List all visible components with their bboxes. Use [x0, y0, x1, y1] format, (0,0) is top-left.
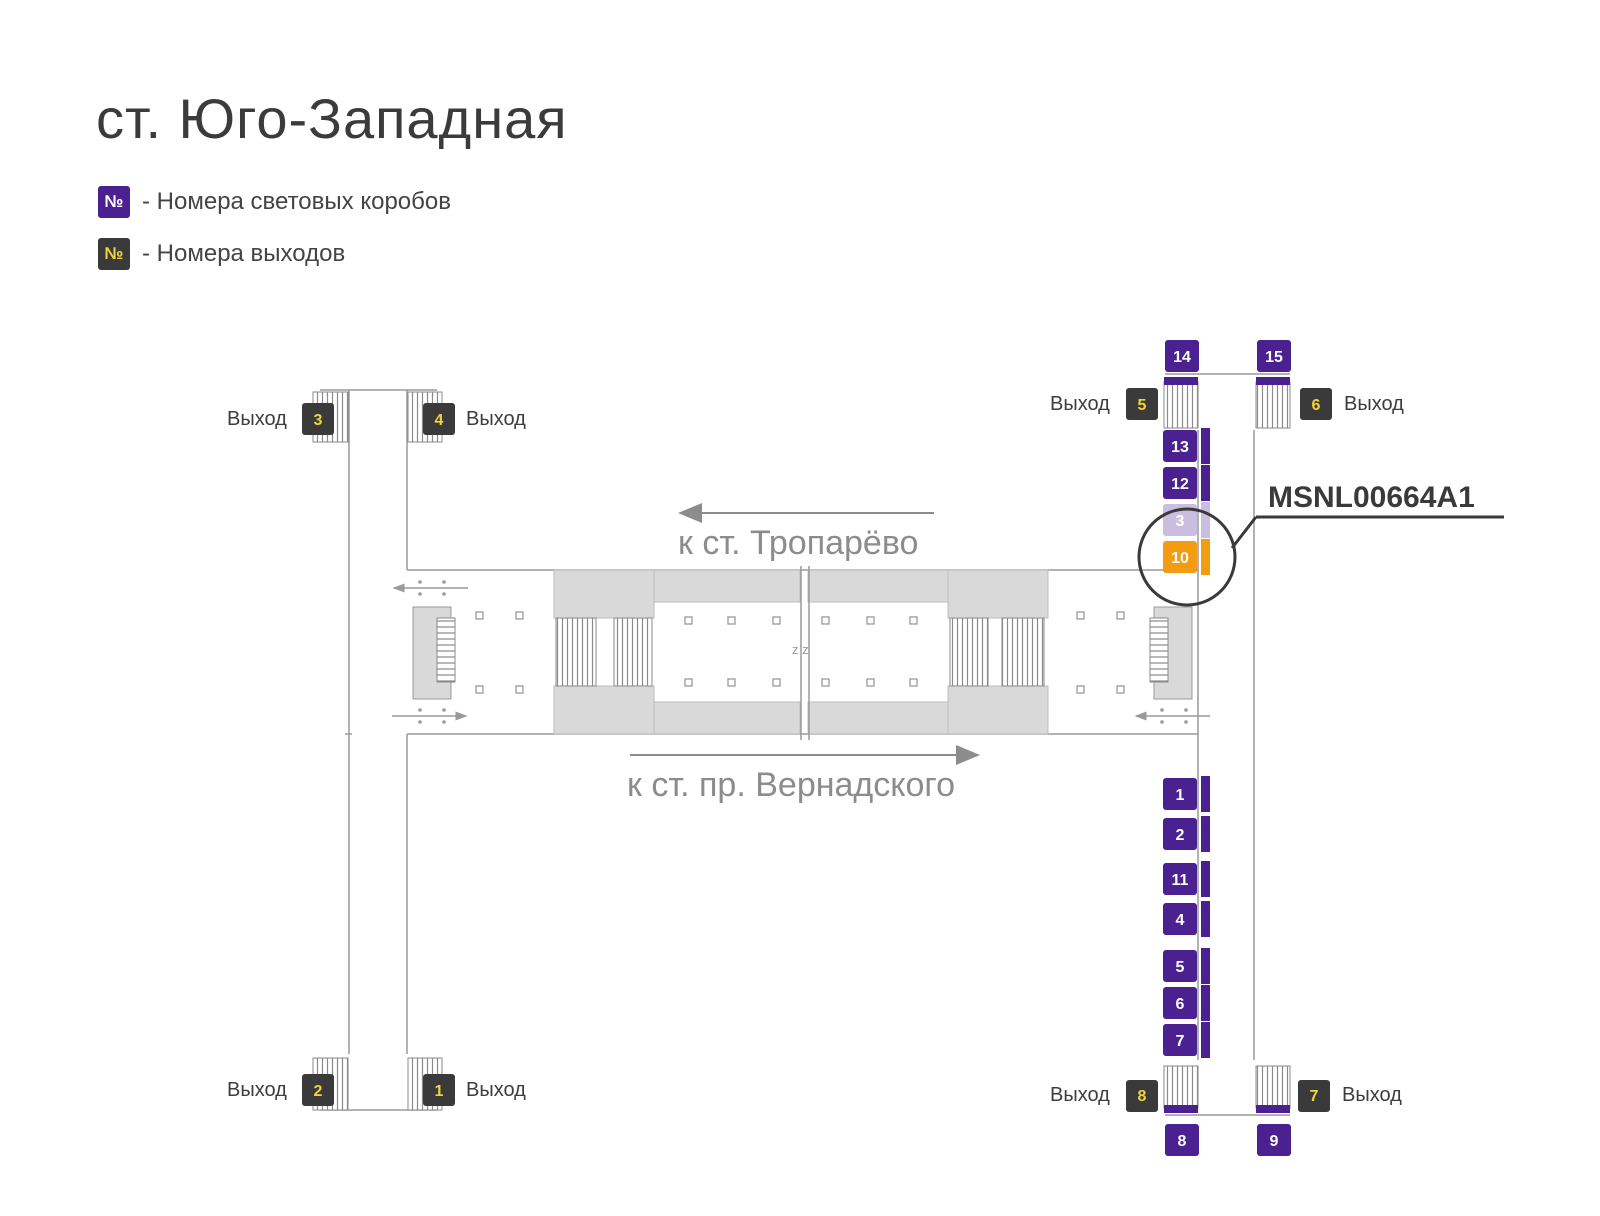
light-box-6[interactable]: 6 — [1163, 985, 1210, 1021]
stairs-exit-7 — [1255, 1065, 1291, 1109]
light-box-legend-text: - Номера световых коробов — [142, 188, 451, 215]
direction-vernadskogo: к ст. пр. Вернадского — [627, 766, 955, 804]
exit-4: 4 Выход — [423, 403, 526, 435]
exit-2-label: Выход — [227, 1079, 287, 1101]
svg-text:2: 2 — [1176, 827, 1185, 844]
light-box-3[interactable]: 3 — [1163, 502, 1210, 538]
exit-7-number: 7 — [1310, 1088, 1319, 1105]
svg-text:4: 4 — [1176, 912, 1185, 929]
exit-2-number: 2 — [314, 1083, 323, 1100]
svg-text:5: 5 — [1176, 959, 1185, 976]
light-box-bar-8 — [1164, 1105, 1198, 1113]
svg-text:14: 14 — [1173, 349, 1191, 366]
svg-text:12: 12 — [1171, 476, 1189, 493]
light-box-10-highlighted[interactable]: 10 — [1163, 539, 1210, 575]
exit-7-label: Выход — [1342, 1084, 1402, 1106]
callout-line — [1230, 516, 1258, 549]
exit-7: 7 Выход — [1298, 1080, 1402, 1112]
light-box-11[interactable]: 11 — [1163, 861, 1210, 897]
svg-text:10: 10 — [1171, 550, 1189, 567]
exit-5-number: 5 — [1138, 397, 1147, 414]
light-box-12[interactable]: 12 — [1163, 465, 1210, 501]
light-box-2[interactable]: 2 — [1163, 816, 1210, 852]
exit-8: Выход 8 — [1050, 1080, 1158, 1112]
svg-text:9: 9 — [1270, 1133, 1279, 1150]
exit-legend-text: - Номера выходов — [142, 240, 346, 267]
light-box-5[interactable]: 5 — [1163, 948, 1210, 984]
svg-text:8: 8 — [1178, 1133, 1187, 1150]
light-box-1[interactable]: 1 — [1163, 776, 1210, 812]
light-box-legend-badge: № — [98, 186, 130, 218]
light-box-9[interactable]: 9 — [1257, 1124, 1291, 1156]
highlight-circle — [1137, 507, 1237, 607]
exit-3: Выход 3 — [227, 403, 334, 435]
exit-legend-badge: № — [98, 238, 130, 270]
light-box-7[interactable]: 7 — [1163, 1022, 1210, 1058]
stairs-exit-6 — [1255, 381, 1291, 429]
light-box-bar-15 — [1256, 377, 1290, 385]
svg-text:6: 6 — [1176, 996, 1185, 1013]
svg-text:11: 11 — [1172, 872, 1189, 889]
light-box-13[interactable]: 13 — [1163, 428, 1210, 464]
left-corridors — [320, 389, 450, 1111]
exit-8-label: Выход — [1050, 1084, 1110, 1106]
exit-2: Выход 2 — [227, 1074, 334, 1106]
stairs-exit-8 — [1163, 1065, 1199, 1109]
exit-1: 1 Выход — [423, 1074, 526, 1106]
svg-text:1: 1 — [1176, 787, 1185, 804]
light-box-14[interactable]: 14 — [1165, 340, 1199, 372]
light-box-15[interactable]: 15 — [1257, 340, 1291, 372]
exit-8-number: 8 — [1138, 1088, 1147, 1105]
exit-1-number: 1 — [435, 1083, 444, 1100]
exit-1-label: Выход — [466, 1079, 526, 1101]
legend-exits: № - Номера выходов — [98, 238, 345, 270]
exit-3-label: Выход — [227, 408, 287, 430]
svg-text:z z: z z — [792, 642, 809, 657]
station-title: ст. Юго-Западная — [96, 87, 568, 150]
platform-hall: z z — [392, 566, 1210, 740]
svg-text:7: 7 — [1176, 1033, 1185, 1050]
light-box-bar-9 — [1256, 1105, 1290, 1113]
exit-4-number: 4 — [435, 412, 444, 429]
exit-6-number: 6 — [1312, 397, 1321, 414]
exit-6-label: Выход — [1344, 393, 1404, 415]
svg-text:3: 3 — [1176, 513, 1185, 530]
light-box-code: MSNL00664A1 — [1268, 481, 1475, 514]
exit-5-label: Выход — [1050, 393, 1110, 415]
direction-troparevo: к ст. Тропарёво — [678, 524, 918, 562]
light-box-4[interactable]: 4 — [1163, 901, 1210, 937]
light-box-8[interactable]: 8 — [1165, 1124, 1199, 1156]
stairs-exit-5 — [1163, 381, 1199, 429]
exit-3-number: 3 — [314, 412, 323, 429]
svg-text:13: 13 — [1171, 439, 1189, 456]
exit-4-label: Выход — [466, 408, 526, 430]
legend-light-boxes: № - Номера световых коробов — [98, 186, 451, 218]
svg-text:15: 15 — [1265, 349, 1283, 366]
exit-6: 6 Выход — [1300, 388, 1404, 420]
exit-5: Выход 5 — [1050, 388, 1158, 420]
light-box-bar-14 — [1164, 377, 1198, 385]
